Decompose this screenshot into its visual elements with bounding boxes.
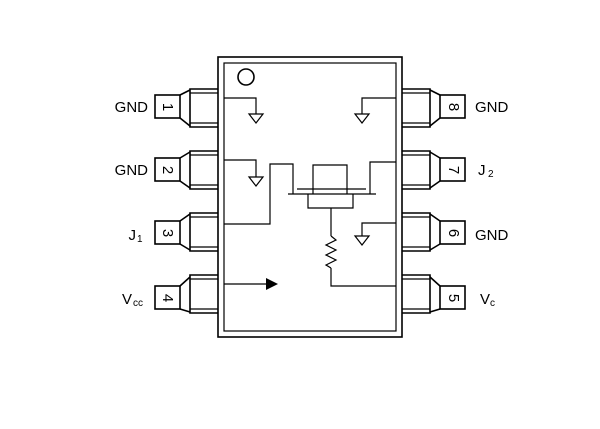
pin-5-label-sub: c (490, 298, 495, 309)
pin-6-label: GND (475, 227, 509, 244)
ground-arrow-icon (247, 113, 265, 124)
orientation-mark-icon (237, 68, 255, 86)
pin-6: 6 GND (402, 212, 509, 252)
ground-icon (361, 222, 396, 236)
pin-7-label: J (478, 162, 486, 179)
pin-8-number: 8 (445, 103, 462, 111)
svg-text:V: V (122, 291, 132, 308)
pin-4-number: 4 (159, 294, 176, 302)
pin-5-number: 5 (445, 294, 462, 302)
pin-8: 8 GND (402, 88, 509, 128)
ground-icon (224, 159, 257, 177)
pin-6-number: 6 (445, 229, 462, 237)
internal-circuit (224, 97, 396, 290)
resistor-zigzag-icon (324, 235, 338, 269)
pin-5: 5 V c (402, 274, 495, 314)
pin-1: 1 GND (115, 88, 218, 128)
ground-arrow-icon (247, 176, 265, 187)
svg-text:V: V (480, 291, 490, 308)
ground-arrow-icon (353, 235, 371, 246)
pin-1-number: 1 (159, 103, 176, 111)
ground-arrow-icon (353, 113, 371, 124)
pin-3-label-sub: 1 (137, 234, 143, 245)
package-body (217, 56, 403, 338)
pin-2-number: 2 (159, 166, 176, 174)
pin-8-label: GND (475, 99, 509, 116)
pin-4-label: V (122, 291, 132, 308)
pin-4: 4 V cc (122, 274, 218, 314)
svg-text:J: J (478, 162, 486, 179)
pin-3: 3 J 1 (129, 212, 218, 252)
pin-7-label-sub: 2 (488, 169, 494, 180)
pin-5-label: V (480, 291, 490, 308)
pin-2: 2 GND (115, 150, 218, 190)
pin-2-label: GND (115, 162, 149, 179)
pin-7: 7 J 2 (402, 150, 494, 190)
pin-7-number: 7 (445, 166, 462, 174)
arrow-right-icon (266, 278, 278, 290)
pin-4-label-sub: cc (133, 298, 143, 309)
pin-3-number: 3 (159, 229, 176, 237)
pin-1-label: GND (115, 99, 149, 116)
ground-icon (224, 97, 257, 114)
pin-3-label: J (129, 227, 137, 244)
svg-text:J: J (129, 227, 137, 244)
ground-icon (361, 97, 396, 114)
